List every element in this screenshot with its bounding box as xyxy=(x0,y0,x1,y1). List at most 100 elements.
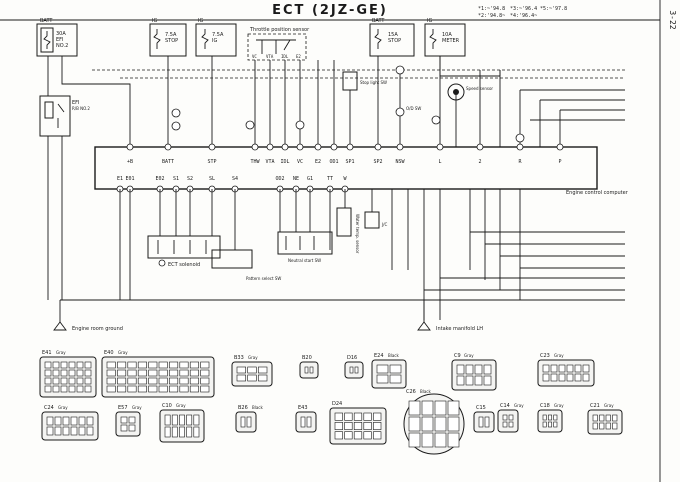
efi-relay: EFI R/B NO.2 xyxy=(39,95,90,137)
ecm-top-pin-label: VTA xyxy=(265,159,274,165)
connector-color: Black xyxy=(420,389,432,394)
connector-e43: E43 xyxy=(295,405,317,433)
connector-terminal xyxy=(179,369,189,377)
fuse-ig-stop-amp: 7.5A xyxy=(165,32,177,38)
connector-terminal xyxy=(76,369,84,377)
connector-terminal xyxy=(169,369,179,377)
ecm-top-pin: VC xyxy=(296,143,304,165)
ecm-top-pin-label: OD1 xyxy=(329,159,338,165)
connector-label: E57 xyxy=(118,405,128,411)
connector-terminal xyxy=(200,385,210,393)
fuse-ig-ig-source: IG xyxy=(198,18,203,24)
connector-label: B26 xyxy=(238,405,248,411)
connector-terminal xyxy=(574,373,582,382)
connector-terminal xyxy=(574,364,582,373)
connector-terminal xyxy=(434,416,447,432)
ecm-top-pin-label: IDL xyxy=(280,159,289,165)
throttle-position-sensor: Throttle position sensor VC VTA IDL E2 xyxy=(247,27,310,61)
connector-terminal xyxy=(465,375,474,386)
connector-color: Gray xyxy=(554,403,564,408)
stop-light-switch-label: Stop light SW xyxy=(360,80,387,85)
fuse-ig-meter-source: IG xyxy=(427,18,432,24)
ecm-bottom-pin-label: S1 xyxy=(173,176,179,182)
connector-terminal xyxy=(62,426,70,436)
connector-terminal xyxy=(70,426,78,436)
connector-terminal xyxy=(612,414,618,422)
ecm-top-pin-label: VC xyxy=(297,159,303,165)
connector-terminal xyxy=(376,374,389,384)
ecm-top-pin: E2 xyxy=(314,143,322,165)
connector-terminal xyxy=(62,416,70,426)
speed-sensor-label: Speed sensor xyxy=(466,86,493,91)
ecm-top-pin: STP xyxy=(207,143,217,165)
fuse-batt-efi: BATT 30A EFI NO.2 xyxy=(36,18,78,57)
connector-terminal xyxy=(344,431,353,440)
connector-terminal xyxy=(599,422,605,430)
connector-terminal xyxy=(179,414,185,426)
connector-terminal xyxy=(353,422,363,430)
ecm-top-pin-label: SP1 xyxy=(345,159,354,165)
connector-terminal xyxy=(434,400,447,416)
connector-terminal xyxy=(421,400,434,416)
ecm-bottom-pin-label: S2 xyxy=(187,176,193,182)
connector-terminal xyxy=(240,416,246,428)
connector-color: Gray xyxy=(554,353,564,358)
connector-color: Gray xyxy=(56,350,66,355)
connector-terminal xyxy=(137,369,147,377)
connector-terminal xyxy=(127,361,137,369)
ecm-top-pin-label: E2 xyxy=(315,159,321,165)
efi-relay-block: R/B NO.2 xyxy=(72,106,90,111)
connector-terminal xyxy=(465,364,474,375)
connector-terminal xyxy=(542,421,547,428)
connector-terminal xyxy=(612,422,618,430)
ground-right-label: Intake manifold LH xyxy=(436,326,483,332)
connector-terminal xyxy=(106,377,116,385)
connector-terminal xyxy=(542,373,550,382)
connector-terminal xyxy=(548,421,552,428)
connector-terminal xyxy=(186,414,193,426)
connector-terminal xyxy=(128,424,136,432)
connector-terminal xyxy=(52,377,60,385)
connector-terminal xyxy=(508,414,514,421)
connector-terminal xyxy=(434,432,447,448)
connector-terminal xyxy=(502,421,508,428)
connector-terminal xyxy=(483,364,492,375)
connector-terminal xyxy=(70,416,78,426)
fuse-ig-stop-name: STOP xyxy=(165,38,178,44)
connector-terminal xyxy=(60,385,68,393)
connector-label: C24 xyxy=(44,405,54,411)
connector-terminal xyxy=(60,361,68,369)
vehicle-speed-sensor: Speed sensor xyxy=(447,83,493,101)
connector-terminal xyxy=(389,374,402,384)
connector-terminal xyxy=(179,361,189,369)
connector-terminal xyxy=(373,412,382,421)
od-switch-label: O/D SW xyxy=(406,106,421,111)
neutral-start-label: Neutral start SW xyxy=(288,258,321,263)
svg-text:IDL: IDL xyxy=(281,54,289,59)
connector-terminal xyxy=(158,385,168,393)
connector-terminal xyxy=(84,361,92,369)
connector-d24: D24 xyxy=(329,401,387,445)
connector-terminal xyxy=(246,416,252,428)
connector-label: B20 xyxy=(302,355,312,361)
connector-terminal xyxy=(186,426,193,438)
connector-terminal xyxy=(447,432,460,448)
fuse-ig-ig: IG 7.5A IG xyxy=(195,18,237,57)
connector-terminal xyxy=(169,377,179,385)
connector-terminal xyxy=(200,377,210,385)
connector-terminal xyxy=(44,369,52,377)
connector-label: C21 xyxy=(590,403,600,409)
connector-terminal xyxy=(189,369,199,377)
connector-terminal xyxy=(200,369,210,377)
fuse-ig-ig-name: IG xyxy=(212,38,217,44)
svg-text:E2: E2 xyxy=(296,54,301,59)
connector-terminal xyxy=(78,426,86,436)
connector-terminal xyxy=(502,414,508,421)
connector-label: C15 xyxy=(476,405,486,411)
